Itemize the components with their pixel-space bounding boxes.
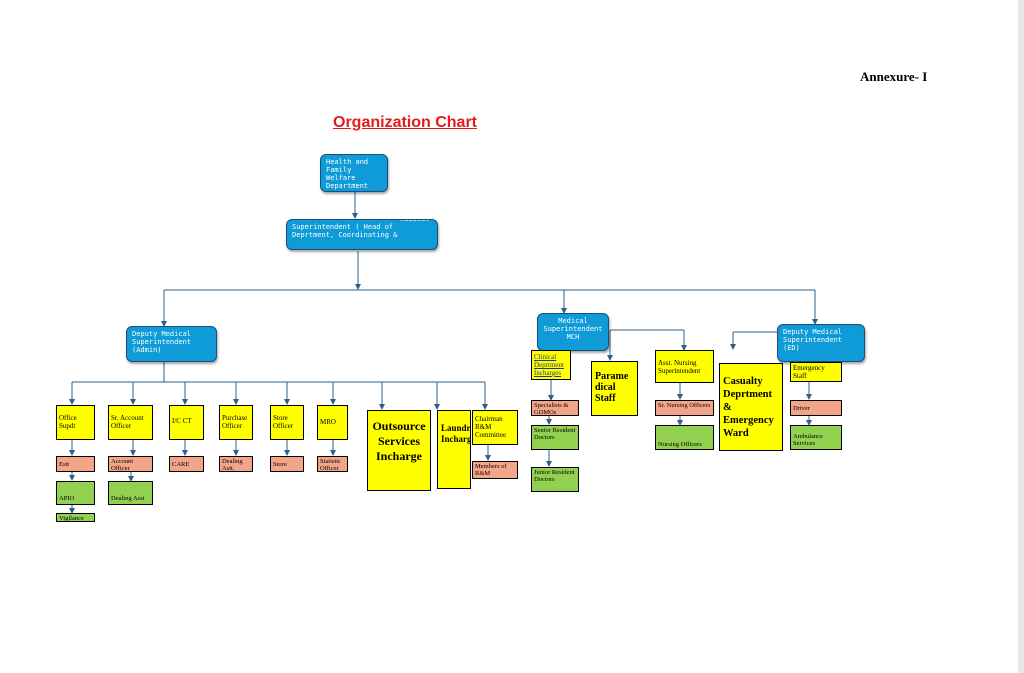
outsource-services-incharge-box: Outsource Services Incharge — [367, 410, 431, 491]
paramedical-staff-box: Parame dical Staff — [591, 361, 638, 416]
casualty-department-emergency-ward-box: Casualty Deprtment & Emergency Ward — [719, 363, 783, 451]
estt-box: Estt — [56, 456, 95, 472]
apio-box: APIO — [56, 481, 95, 505]
deputy-medical-superintendent-ed-box: Deputy Medical Superintendent (ED) — [777, 324, 865, 362]
laundry-incharge-box: Laundry Incharge — [437, 410, 471, 489]
annexure-label: Annexure- I — [860, 69, 928, 84]
dealing-astt-box: Dealing Astt. — [219, 456, 253, 472]
statistic-officer-box: Statistic Officer — [317, 456, 348, 472]
deputy-medical-superintendent-admin-box: Deputy Medical Superintendent (Admin) — [126, 326, 217, 362]
sr-nursing-officers-box: Sr. Nursing Officers — [655, 400, 714, 416]
medical-superintendent-mch-box: Medical Superintendent MCH — [537, 313, 609, 351]
store-officer-box: Store Officer — [270, 405, 304, 440]
account-officer-box: Account Officer — [108, 456, 153, 472]
health-family-welfare-department-box: Health and Family Welfare Department — [320, 154, 388, 192]
medical-superintendent-box: Medical Superintendent ( Head of Deprtme… — [286, 219, 438, 250]
chairman-rm-committee-box: Chairman R&M Committee — [472, 410, 518, 445]
store-box: Store — [270, 456, 304, 472]
mro-box: MRO — [317, 405, 348, 440]
vigilance-box: Vigilance — [56, 513, 95, 522]
specialists-gdmos-box: Specialists & GDMOs — [531, 400, 579, 416]
dealing-asst-box: Dealing Asst — [108, 481, 153, 505]
sr-account-officer-box: Sr. Account Officer — [108, 405, 153, 440]
chart-title: Organization Chart — [333, 114, 478, 131]
senior-resident-doctors-box: Senior Resident Doctors — [531, 425, 579, 450]
ambulance-services-box: Ambulance Services — [790, 425, 842, 450]
nursing-officers-box: Nursing Officers — [655, 425, 714, 450]
ic-ct-box: I/C CT — [169, 405, 204, 440]
office-supdt-box: Office Supdt — [56, 405, 95, 440]
purchase-officer-box: Purchase Officer — [219, 405, 253, 440]
asst-nursing-superintendent-box: Asst. Nursing Superintendent — [655, 350, 714, 383]
care-box: CARE — [169, 456, 204, 472]
members-rm-box: Members of R&M — [472, 461, 518, 479]
clinical-department-incharges-box: Clinical Deprtment Incharges — [531, 350, 571, 380]
medical-superintendent-text: Medical Superintendent ( Head of Deprtme… — [292, 219, 430, 239]
driver-box: Driver — [790, 400, 842, 416]
junior-resident-doctors-box: Junior Resident Doctors — [531, 467, 579, 492]
clinical-department-incharges-link[interactable]: Clinical Deprtment Incharges — [534, 353, 564, 377]
emergency-staff-box: Emergency Staff — [790, 362, 842, 382]
